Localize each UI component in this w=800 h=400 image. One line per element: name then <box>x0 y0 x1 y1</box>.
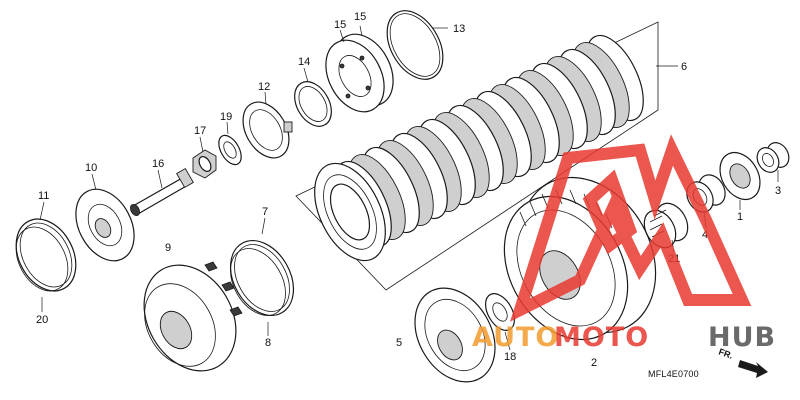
drawing-code: MFL4E0700 <box>648 369 699 379</box>
watermark: AUTO MOTO HUB <box>472 134 776 353</box>
label-8: 8 <box>265 337 271 349</box>
front-arrow-icon <box>738 360 768 378</box>
part-9-clutch-center <box>143 261 243 372</box>
front-direction-label: FR. <box>717 346 734 360</box>
label-18: 18 <box>504 351 516 363</box>
label-19: 19 <box>220 111 232 123</box>
label-9: 9 <box>165 242 171 254</box>
label-1: 1 <box>737 211 743 223</box>
label-16: 16 <box>152 158 164 170</box>
label-17: 17 <box>194 125 206 137</box>
label-11: 11 <box>38 190 49 202</box>
part-12-seat <box>242 101 293 159</box>
part-16-bolt <box>130 167 194 216</box>
label-4: 4 <box>702 229 708 241</box>
part-10-pressure-plate <box>75 188 135 262</box>
part-14-ring <box>294 81 332 127</box>
part-11-20-spring-rings <box>15 218 77 292</box>
clutch-plate-stack <box>295 21 659 291</box>
part-7-8-rings <box>229 240 295 316</box>
front-direction-indicator: FR. <box>717 346 768 378</box>
part-17-lock-nut <box>192 149 217 179</box>
part-13-wire-ring <box>386 10 444 80</box>
label-10: 10 <box>85 162 97 174</box>
watermark-text-hub: HUB <box>708 322 776 353</box>
watermark-text-auto: AUTO <box>472 322 559 353</box>
part-5-hub <box>414 287 496 383</box>
label-20: 20 <box>36 314 48 326</box>
part-15-judder-plate <box>325 33 394 113</box>
part-1-spline-washer <box>719 151 761 201</box>
label-15-b: 15 <box>354 11 366 23</box>
label-3: 3 <box>775 185 781 197</box>
label-15-a: 15 <box>334 19 346 31</box>
label-13: 13 <box>453 23 465 35</box>
part-18-washer <box>484 293 516 331</box>
label-6: 6 <box>681 61 687 73</box>
label-14: 14 <box>298 56 310 68</box>
watermark-logo-icon <box>510 134 752 322</box>
label-12: 12 <box>258 81 270 93</box>
label-7: 7 <box>262 206 268 218</box>
label-2: 2 <box>591 357 597 369</box>
watermark-text-moto: MOTO <box>554 322 649 353</box>
part-3-bushing <box>756 142 790 173</box>
label-5: 5 <box>396 337 402 349</box>
plate-layers <box>314 34 644 262</box>
part-19-washer <box>218 134 242 166</box>
